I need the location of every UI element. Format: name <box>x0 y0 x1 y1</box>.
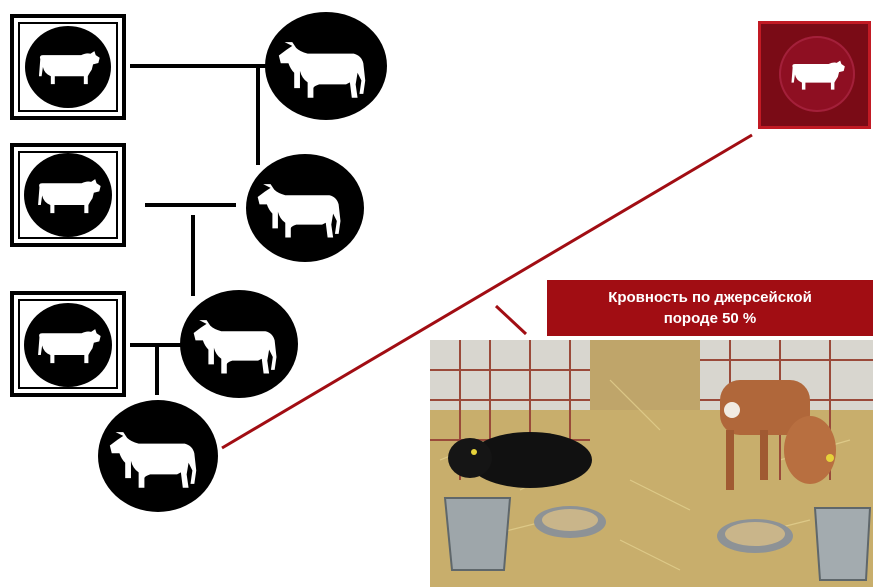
banner-line-1: Кровность по джерсейской <box>608 289 812 306</box>
bull-silhouette-icon <box>34 175 102 216</box>
offspring-box <box>758 21 871 129</box>
dam-1-disc <box>265 12 387 120</box>
bull-silhouette-icon <box>34 325 102 366</box>
banner-line-2: породе 50 % <box>663 310 757 327</box>
sire-2-frame <box>10 143 126 247</box>
sire-3-frame <box>10 291 126 397</box>
offspring-disc <box>779 36 855 112</box>
sire-2-inner-frame <box>18 151 118 239</box>
cow-silhouette-icon <box>106 424 202 492</box>
sire-1-frame <box>10 14 126 120</box>
sire-1-disc <box>25 26 111 108</box>
heifer-silhouette-icon <box>788 57 846 92</box>
cow-silhouette-icon <box>275 34 371 102</box>
dam-3-disc <box>180 290 298 398</box>
sire-1-inner-frame <box>18 22 118 112</box>
sire-3-disc <box>24 303 112 387</box>
breed-share-banner: Кровность по джерсейской породе 50 % <box>547 280 873 336</box>
cow-silhouette-icon <box>190 312 282 378</box>
bull-silhouette-icon <box>35 47 101 87</box>
cow-silhouette-icon <box>254 176 346 242</box>
sire-3-inner-frame <box>18 299 118 389</box>
final-dam-disc <box>98 400 218 512</box>
sire-2-disc <box>24 153 112 237</box>
dam-2-disc <box>246 154 364 262</box>
calves-photo <box>430 340 873 587</box>
